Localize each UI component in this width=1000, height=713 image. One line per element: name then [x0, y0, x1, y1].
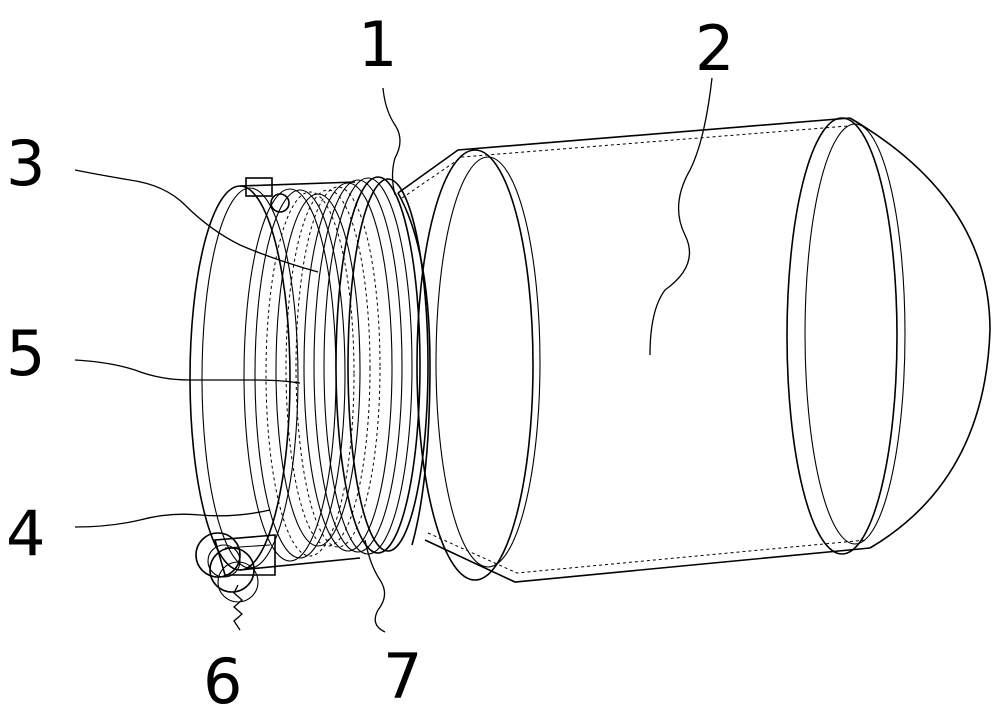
- reference-numerals: 1 2 3 5 4 6 7: [6, 8, 734, 713]
- label-5: 5: [6, 317, 45, 390]
- label-7: 7: [383, 640, 422, 713]
- leader-2: [649, 77, 713, 356]
- label-2: 2: [695, 12, 734, 85]
- label-4: 4: [6, 497, 45, 570]
- leader-1: [382, 87, 401, 196]
- cap-ring: [189, 177, 361, 603]
- leader-6: [233, 584, 243, 631]
- container-body: [397, 117, 991, 583]
- label-3: 3: [6, 127, 45, 200]
- neck-threads: [275, 176, 429, 555]
- label-6: 6: [203, 645, 242, 713]
- leader-7: [364, 539, 386, 633]
- leader-5: [74, 359, 301, 384]
- leader-lines: [74, 77, 713, 633]
- leader-4: [74, 509, 271, 528]
- label-1: 1: [358, 8, 397, 81]
- leader-3: [74, 169, 319, 273]
